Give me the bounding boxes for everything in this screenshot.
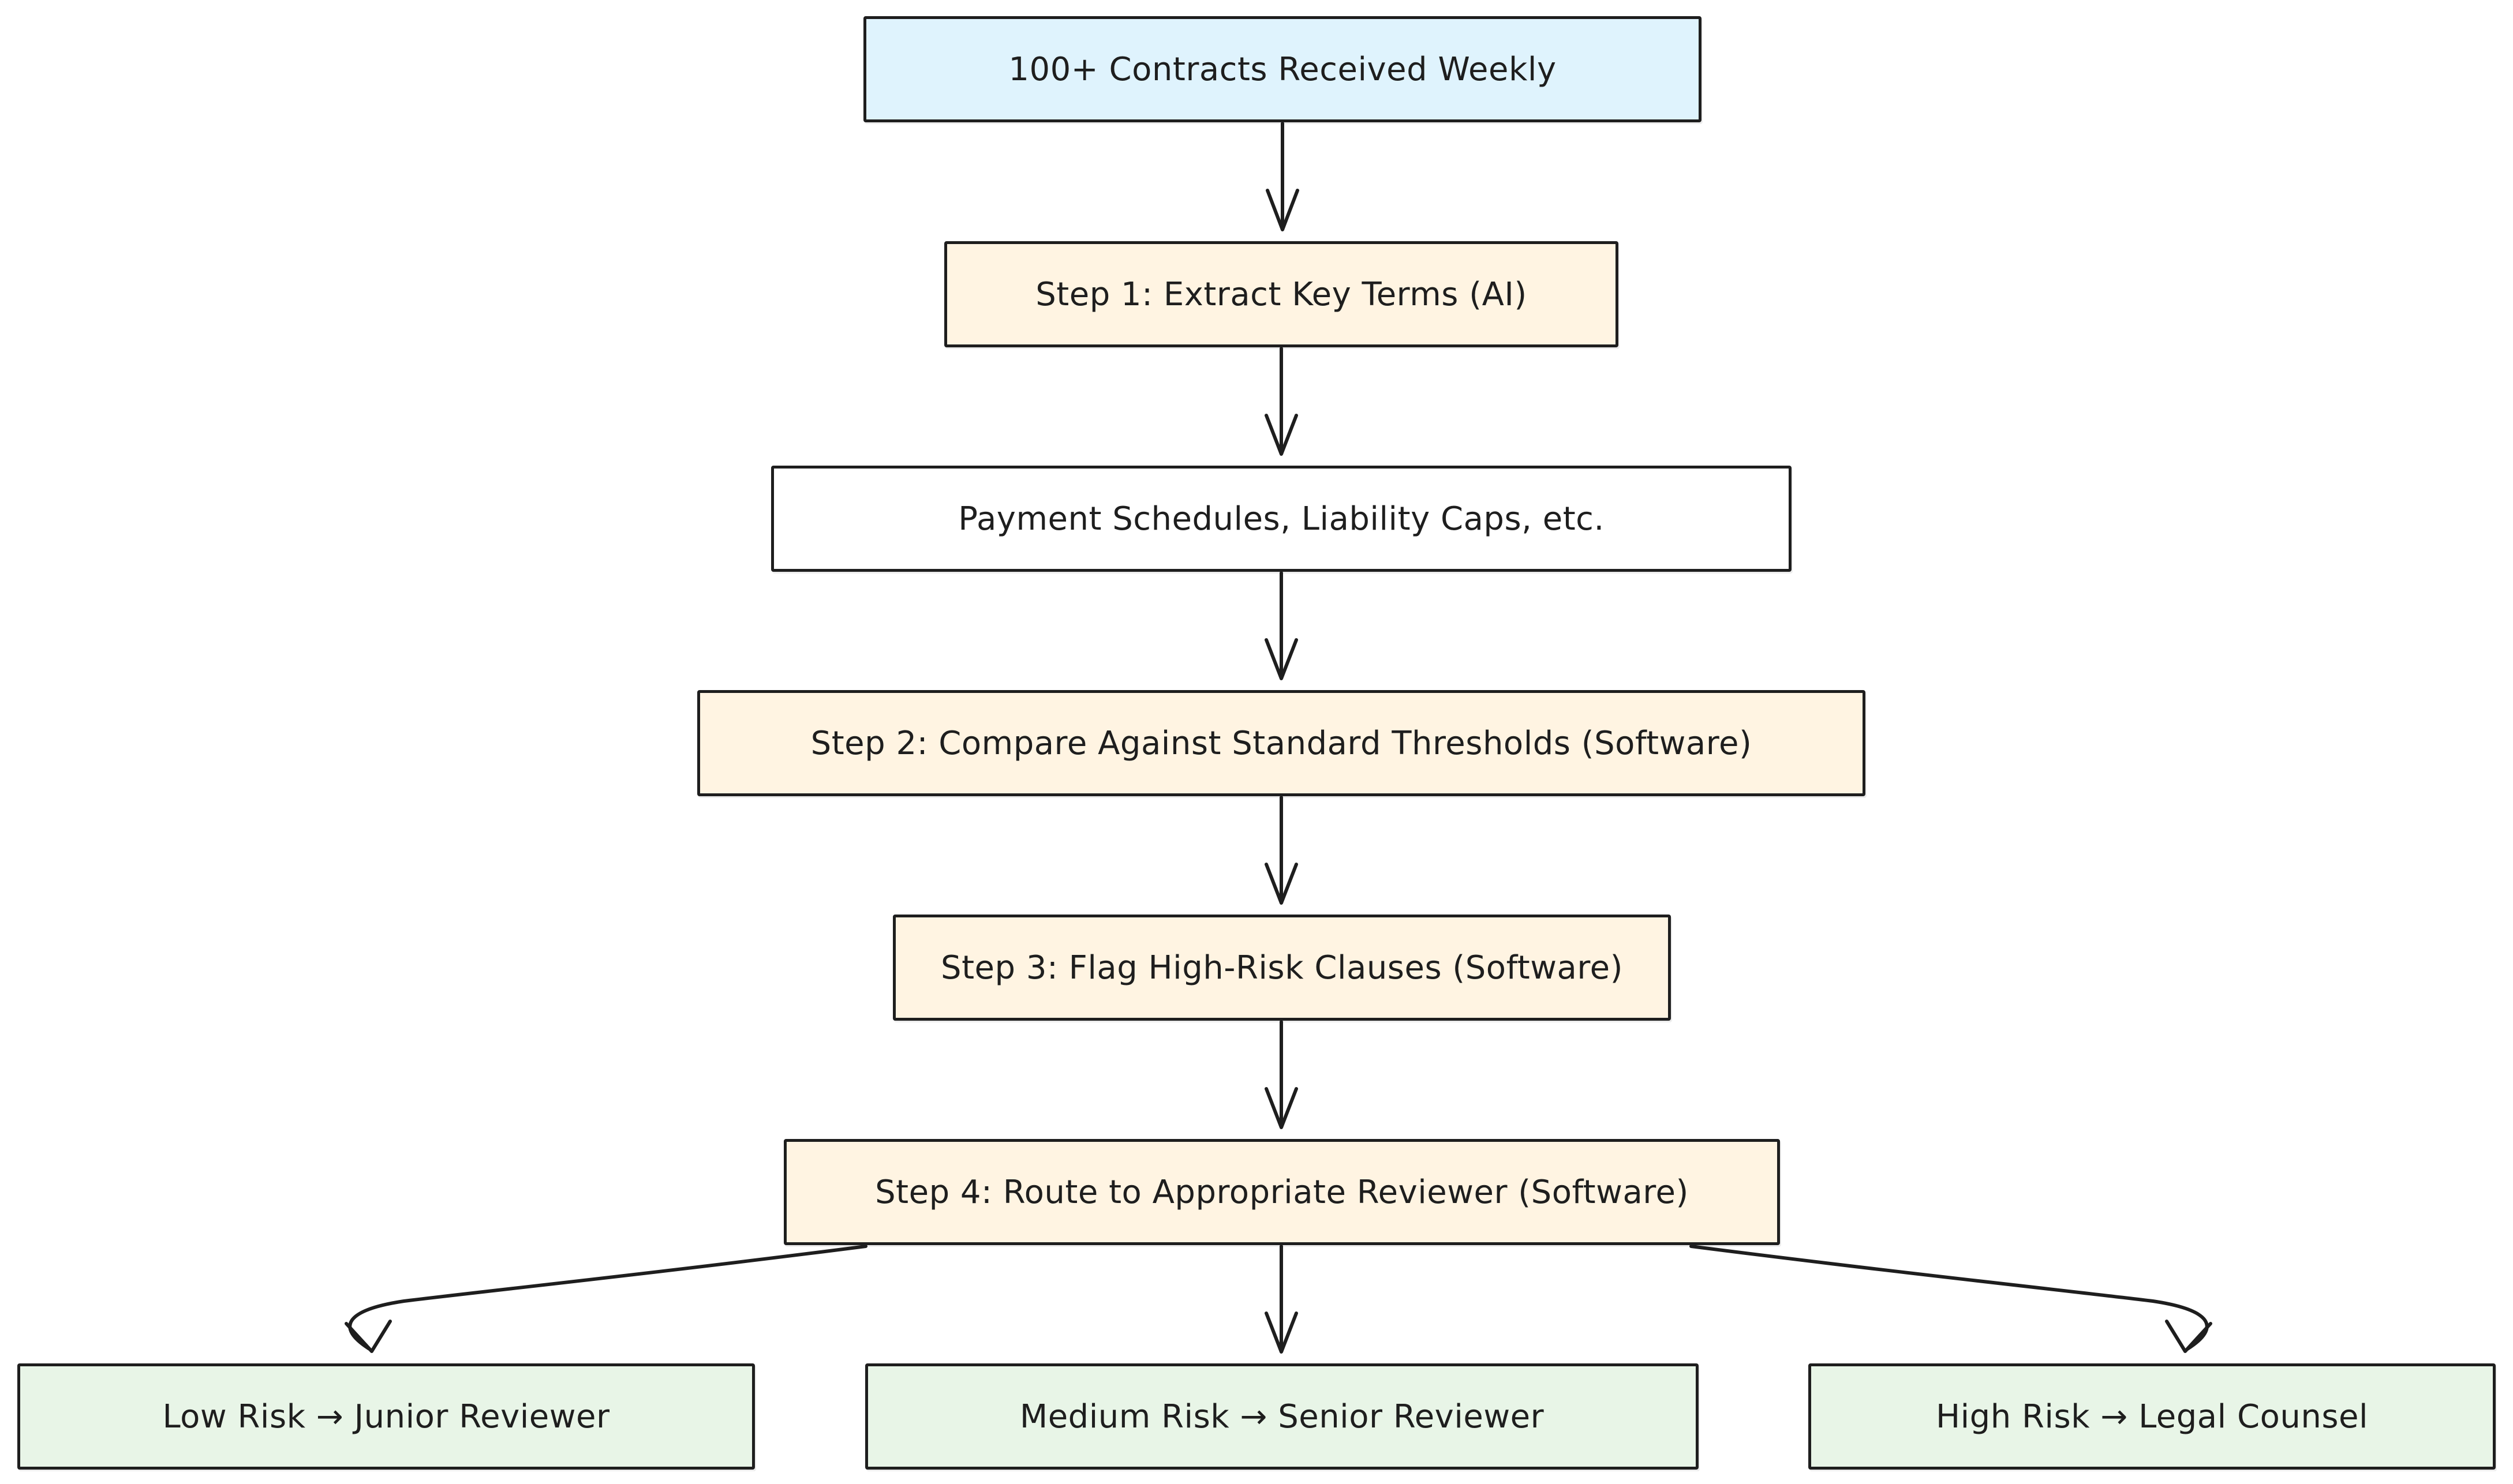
node-label: Step 1: Extract Key Terms (AI) bbox=[1035, 275, 1527, 313]
edge-step3-to-step4 bbox=[1265, 1020, 1298, 1129]
edge-start-to-step1 bbox=[1266, 122, 1299, 231]
node-label: Medium Risk → Senior Reviewer bbox=[1019, 1397, 1545, 1436]
edge-details-to-step2 bbox=[1265, 571, 1298, 680]
node-step3-flag-high-risk: Step 3: Flag High-Risk Clauses (Software… bbox=[893, 915, 1671, 1021]
node-label: Step 3: Flag High-Risk Clauses (Software… bbox=[941, 949, 1623, 987]
edge-step4-to-low bbox=[345, 1245, 867, 1353]
node-step1-extract-key-terms: Step 1: Extract Key Terms (AI) bbox=[944, 241, 1618, 347]
node-low-risk-junior-reviewer: Low Risk → Junior Reviewer bbox=[17, 1363, 755, 1470]
node-label: Step 4: Route to Appropriate Reviewer (S… bbox=[875, 1173, 1689, 1211]
node-label: Step 2: Compare Against Standard Thresho… bbox=[810, 724, 1752, 762]
node-medium-risk-senior-reviewer: Medium Risk → Senior Reviewer bbox=[865, 1363, 1699, 1470]
node-high-risk-legal-counsel: High Risk → Legal Counsel bbox=[1808, 1363, 2496, 1470]
node-step2-compare-thresholds: Step 2: Compare Against Standard Thresho… bbox=[697, 690, 1865, 796]
node-label: Low Risk → Junior Reviewer bbox=[162, 1397, 610, 1436]
node-label: Payment Schedules, Liability Caps, etc. bbox=[958, 500, 1605, 538]
node-label: High Risk → Legal Counsel bbox=[1935, 1397, 2369, 1436]
edge-step4-to-medium bbox=[1265, 1245, 1298, 1354]
node-contracts-received: 100+ Contracts Received Weekly bbox=[863, 16, 1701, 122]
node-label: 100+ Contracts Received Weekly bbox=[1008, 50, 1557, 88]
edge-step1-to-details bbox=[1265, 347, 1298, 456]
edge-step4-to-high bbox=[1689, 1245, 2212, 1353]
node-step4-route-reviewer: Step 4: Route to Appropriate Reviewer (S… bbox=[784, 1139, 1780, 1245]
edge-step2-to-step3 bbox=[1265, 796, 1298, 905]
node-key-term-examples: Payment Schedules, Liability Caps, etc. bbox=[771, 466, 1792, 572]
